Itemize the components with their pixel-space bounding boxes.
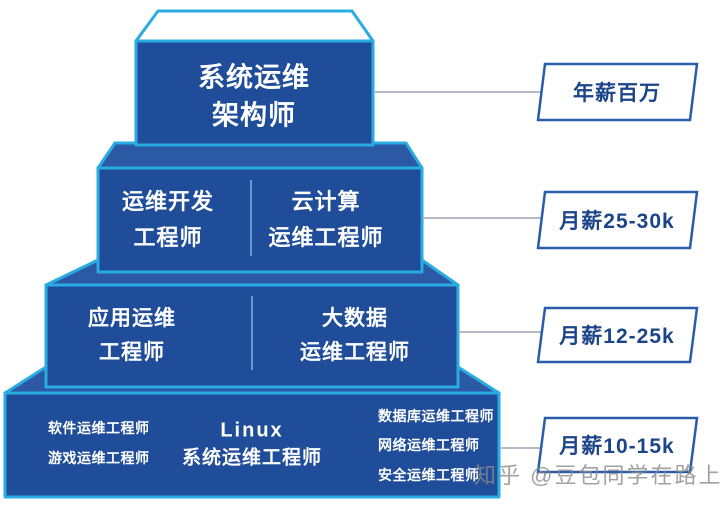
salary-box-4 — [536, 416, 699, 474]
salary-label-4: 月薪10-15k — [559, 435, 675, 458]
tier4-left-item2: 游戏运维工程师 — [48, 450, 150, 466]
tier3-right-line2: 运维工程师 — [300, 341, 410, 364]
salary-label-3: 月薪12-25k — [559, 325, 675, 348]
tier2-top-face — [96, 141, 424, 170]
tier1-top-face — [134, 9, 375, 43]
tier4-right-item2: 网络运维工程师 — [378, 437, 480, 453]
watermark-text: 知乎 @豆包同学在路上 — [474, 463, 720, 488]
tier3-right-line1: 大数据 — [322, 307, 388, 330]
tier4-front-face — [3, 391, 501, 499]
salary-box-2 — [536, 190, 699, 250]
tier4-right-item1: 数据库运维工程师 — [378, 408, 494, 424]
salary-label-2: 月薪25-30k — [559, 210, 675, 233]
tier3-left-line2: 工程师 — [99, 341, 165, 364]
salary-box-3 — [536, 306, 699, 364]
tier1-front-face — [134, 39, 375, 147]
tier4-right-item3: 安全运维工程师 — [378, 467, 480, 483]
tier3-left-line1: 应用运维 — [88, 307, 176, 330]
salary-label-1: 年薪百万 — [573, 82, 661, 105]
tier2-right-line1: 云计算 — [291, 189, 361, 214]
tier2-left-line1: 运维开发 — [121, 189, 215, 214]
tier2-front-face — [96, 166, 424, 274]
tier1-title-line2: 架构师 — [212, 100, 296, 131]
tier2-left-line2: 工程师 — [133, 225, 203, 250]
salary-box-1 — [536, 62, 699, 122]
tier4-center-line2: 系统运维工程师 — [181, 447, 323, 469]
tier2-right-line2: 运维工程师 — [268, 225, 384, 250]
tier1-title-line1: 系统运维 — [198, 62, 310, 93]
tier4-center-line1: Linux — [220, 419, 284, 442]
tier4-left-item1: 软件运维工程师 — [48, 420, 150, 436]
